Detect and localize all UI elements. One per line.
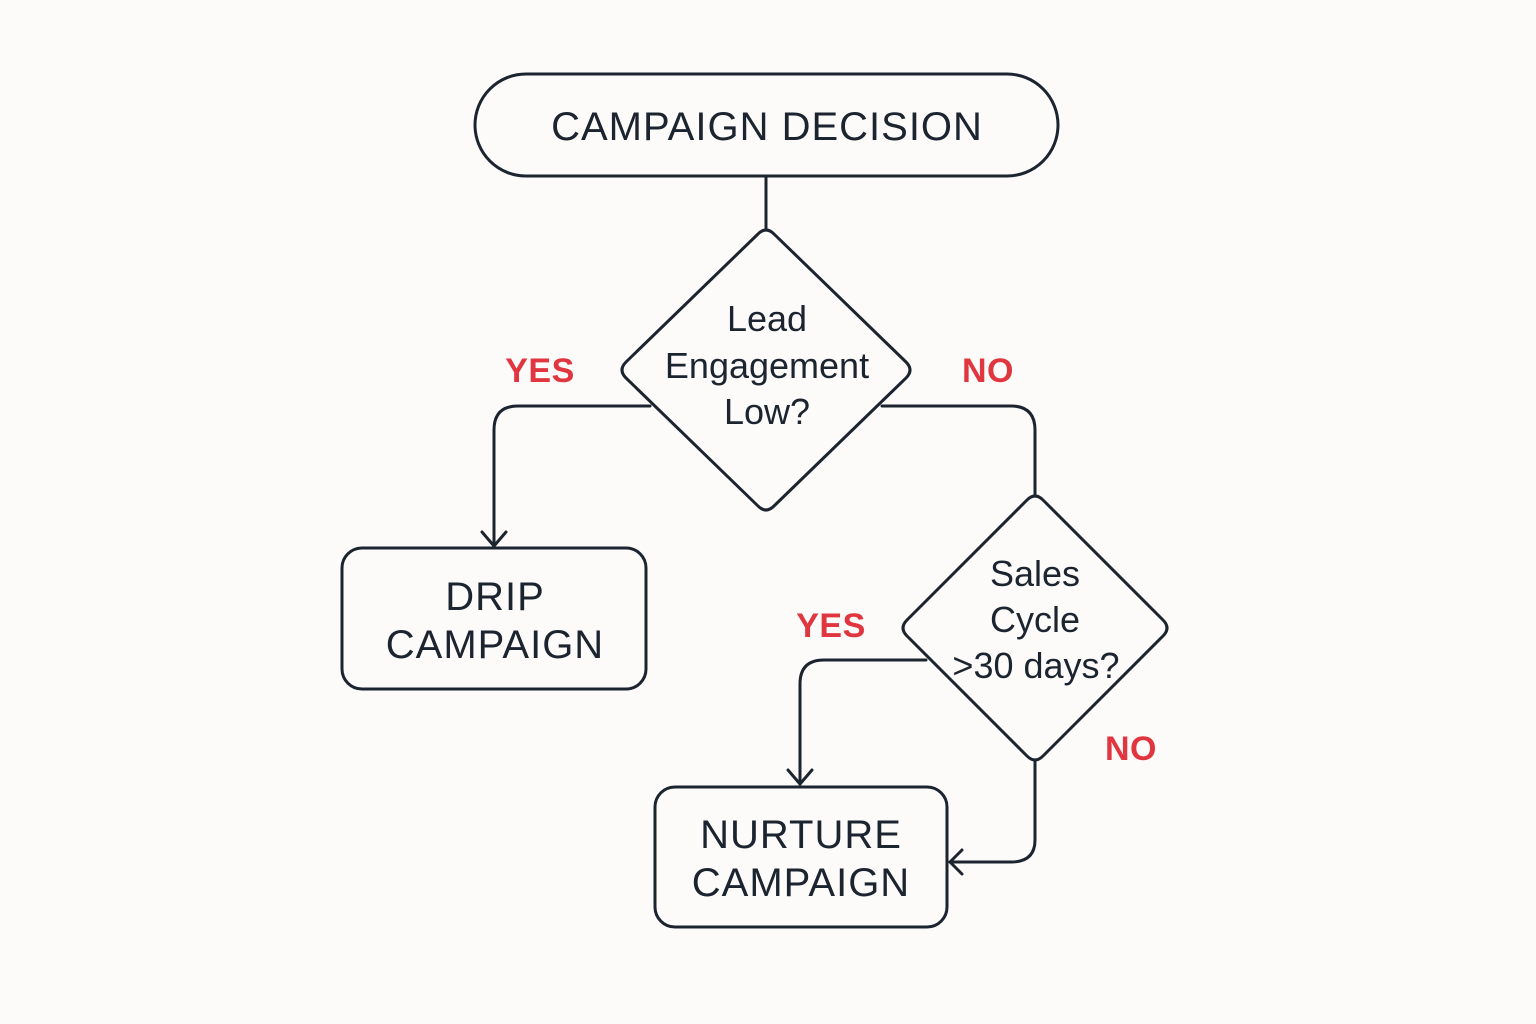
arrowhead-drip (480, 530, 508, 548)
arrowhead-nurture-side (948, 848, 964, 876)
drip-campaign-node: DRIP CAMPAIGN (340, 546, 648, 691)
nurture-campaign-line-1: NURTURE (700, 813, 902, 857)
decision-sales-cycle-diamond (901, 494, 1169, 762)
engagement-yes-label: YES (505, 352, 575, 390)
decision-engagement-line-1: Lead (727, 298, 807, 339)
drip-campaign-line-1: DRIP (445, 575, 545, 619)
decision-sales-cycle-line-3: >30 days? (952, 645, 1119, 686)
nurture-campaign-box (653, 785, 949, 929)
connector-engagement-no-to-sales-cycle (880, 404, 1037, 496)
start-node-label: CAMPAIGN DECISION (551, 105, 983, 149)
connector-engagement-yes-to-drip (492, 404, 652, 548)
nurture-campaign-node: NURTURE CAMPAIGN (653, 785, 949, 929)
decision-engagement-line-2: Engagement (665, 345, 869, 386)
nurture-campaign-line-2: CAMPAIGN (692, 861, 910, 905)
decision-engagement-line-3: Low? (724, 391, 810, 432)
engagement-no-label: NO (962, 352, 1014, 390)
sales-cycle-yes-label: YES (796, 607, 866, 645)
decision-sales-cycle-line-1: Sales (990, 553, 1080, 594)
drip-campaign-line-2: CAMPAIGN (386, 623, 604, 667)
connector-sales-cycle-no-to-nurture (948, 760, 1037, 864)
sales-cycle-no-label: NO (1105, 730, 1157, 768)
decision-engagement-diamond (620, 228, 912, 512)
arrowhead-nurture-top (786, 768, 814, 786)
start-node-shape (473, 72, 1060, 178)
decision-engagement: Lead Engagement Low? (620, 228, 912, 512)
connectors (480, 174, 1037, 876)
decision-sales-cycle-line-2: Cycle (990, 599, 1080, 640)
decision-sales-cycle: Sales Cycle >30 days? (901, 494, 1169, 762)
connector-sales-cycle-yes-to-nurture (798, 658, 928, 786)
start-node: CAMPAIGN DECISION (473, 72, 1060, 178)
drip-campaign-box (340, 546, 648, 691)
